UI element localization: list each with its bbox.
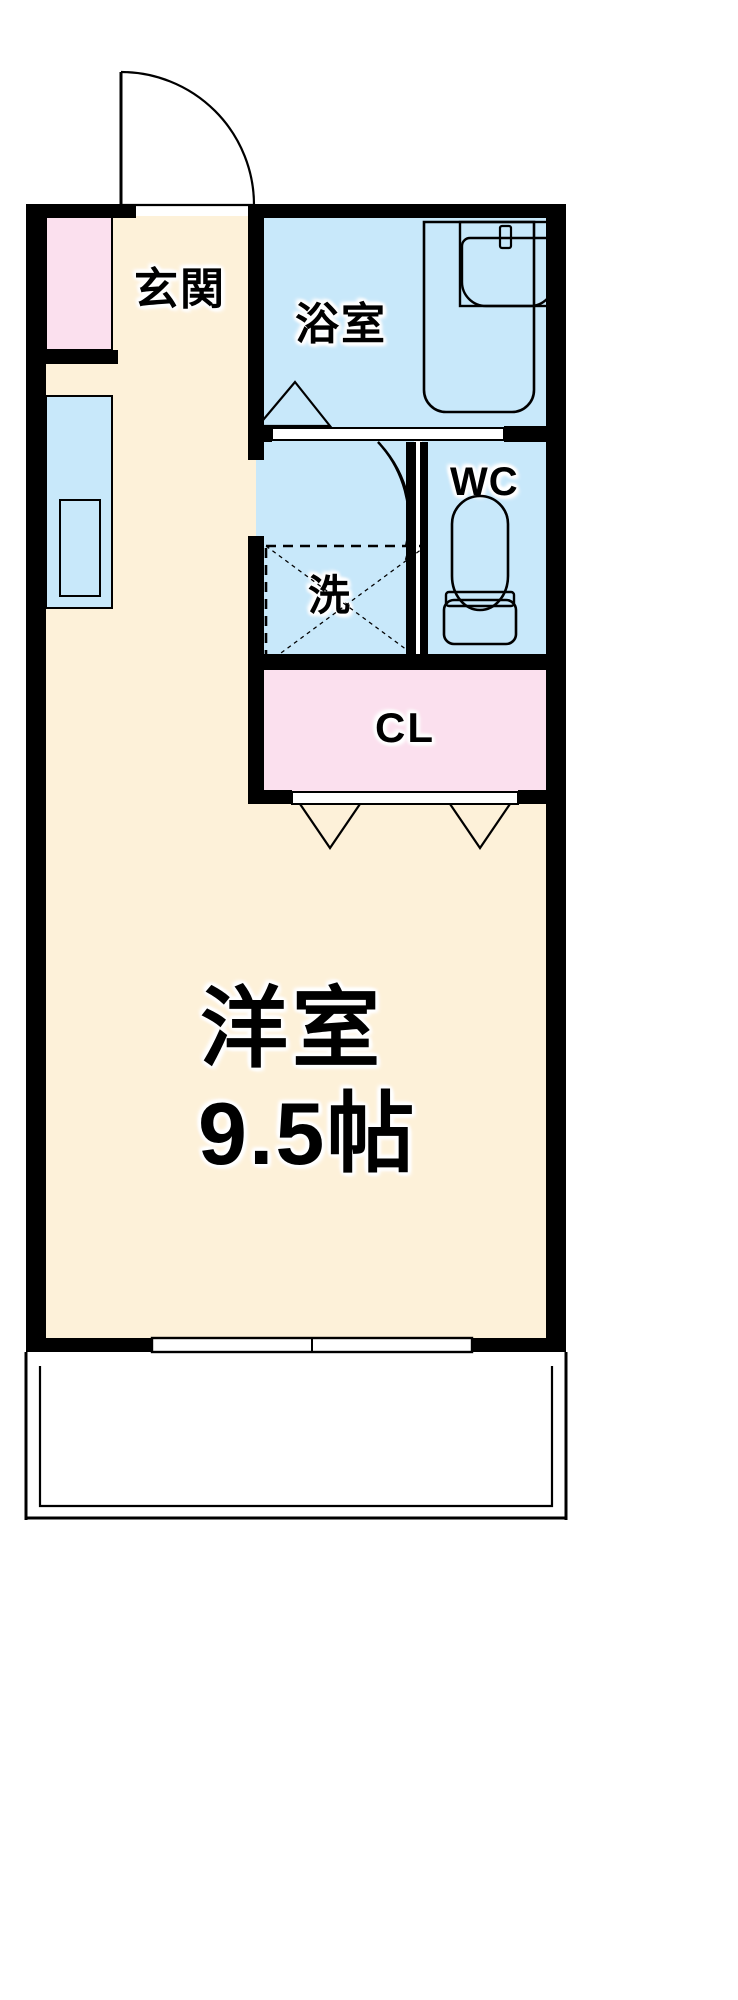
- wall-outer-bottom-right: [472, 1338, 566, 1352]
- wall-bath-bottom-left: [248, 426, 272, 442]
- closet-floor: [264, 668, 546, 796]
- label-bathroom: 浴室: [295, 299, 387, 350]
- washroom-floor: [256, 438, 414, 660]
- wall-hall-bath: [248, 204, 264, 460]
- label-closet: CL: [375, 704, 435, 751]
- wall-closet-left: [248, 654, 264, 804]
- wall-washroom-bottom: [248, 654, 566, 670]
- main-room-floor-wide: [46, 800, 546, 1341]
- wall-outer-bottom-left: [26, 1338, 152, 1352]
- wall-closet-bottom: [248, 790, 292, 804]
- entrance-door-swing: [119, 70, 256, 207]
- wall-bath-bottom-right: [504, 426, 566, 442]
- label-entrance: 玄関: [134, 264, 226, 315]
- wall-top-right: [256, 204, 556, 218]
- wall-washroom-wc: [406, 442, 416, 668]
- wall-outer-right: [546, 204, 566, 1352]
- wall-shoe-cabinet-bottom: [26, 350, 118, 364]
- wall-closet-bottom-right: [518, 790, 566, 804]
- wall-washroom-wc-b: [420, 442, 428, 668]
- balcony-floor: [40, 1352, 556, 1512]
- shoe-cabinet-fill: [46, 216, 112, 350]
- label-main-room: 洋室: [200, 977, 385, 1080]
- label-wc: WC: [450, 460, 519, 504]
- label-washer: 洗: [308, 571, 351, 620]
- wall-top-left: [26, 204, 136, 218]
- label-main-room-size: 9.5帖: [198, 1084, 417, 1183]
- wall-outer-left: [26, 204, 46, 1352]
- wall-hall-washroom: [248, 536, 264, 668]
